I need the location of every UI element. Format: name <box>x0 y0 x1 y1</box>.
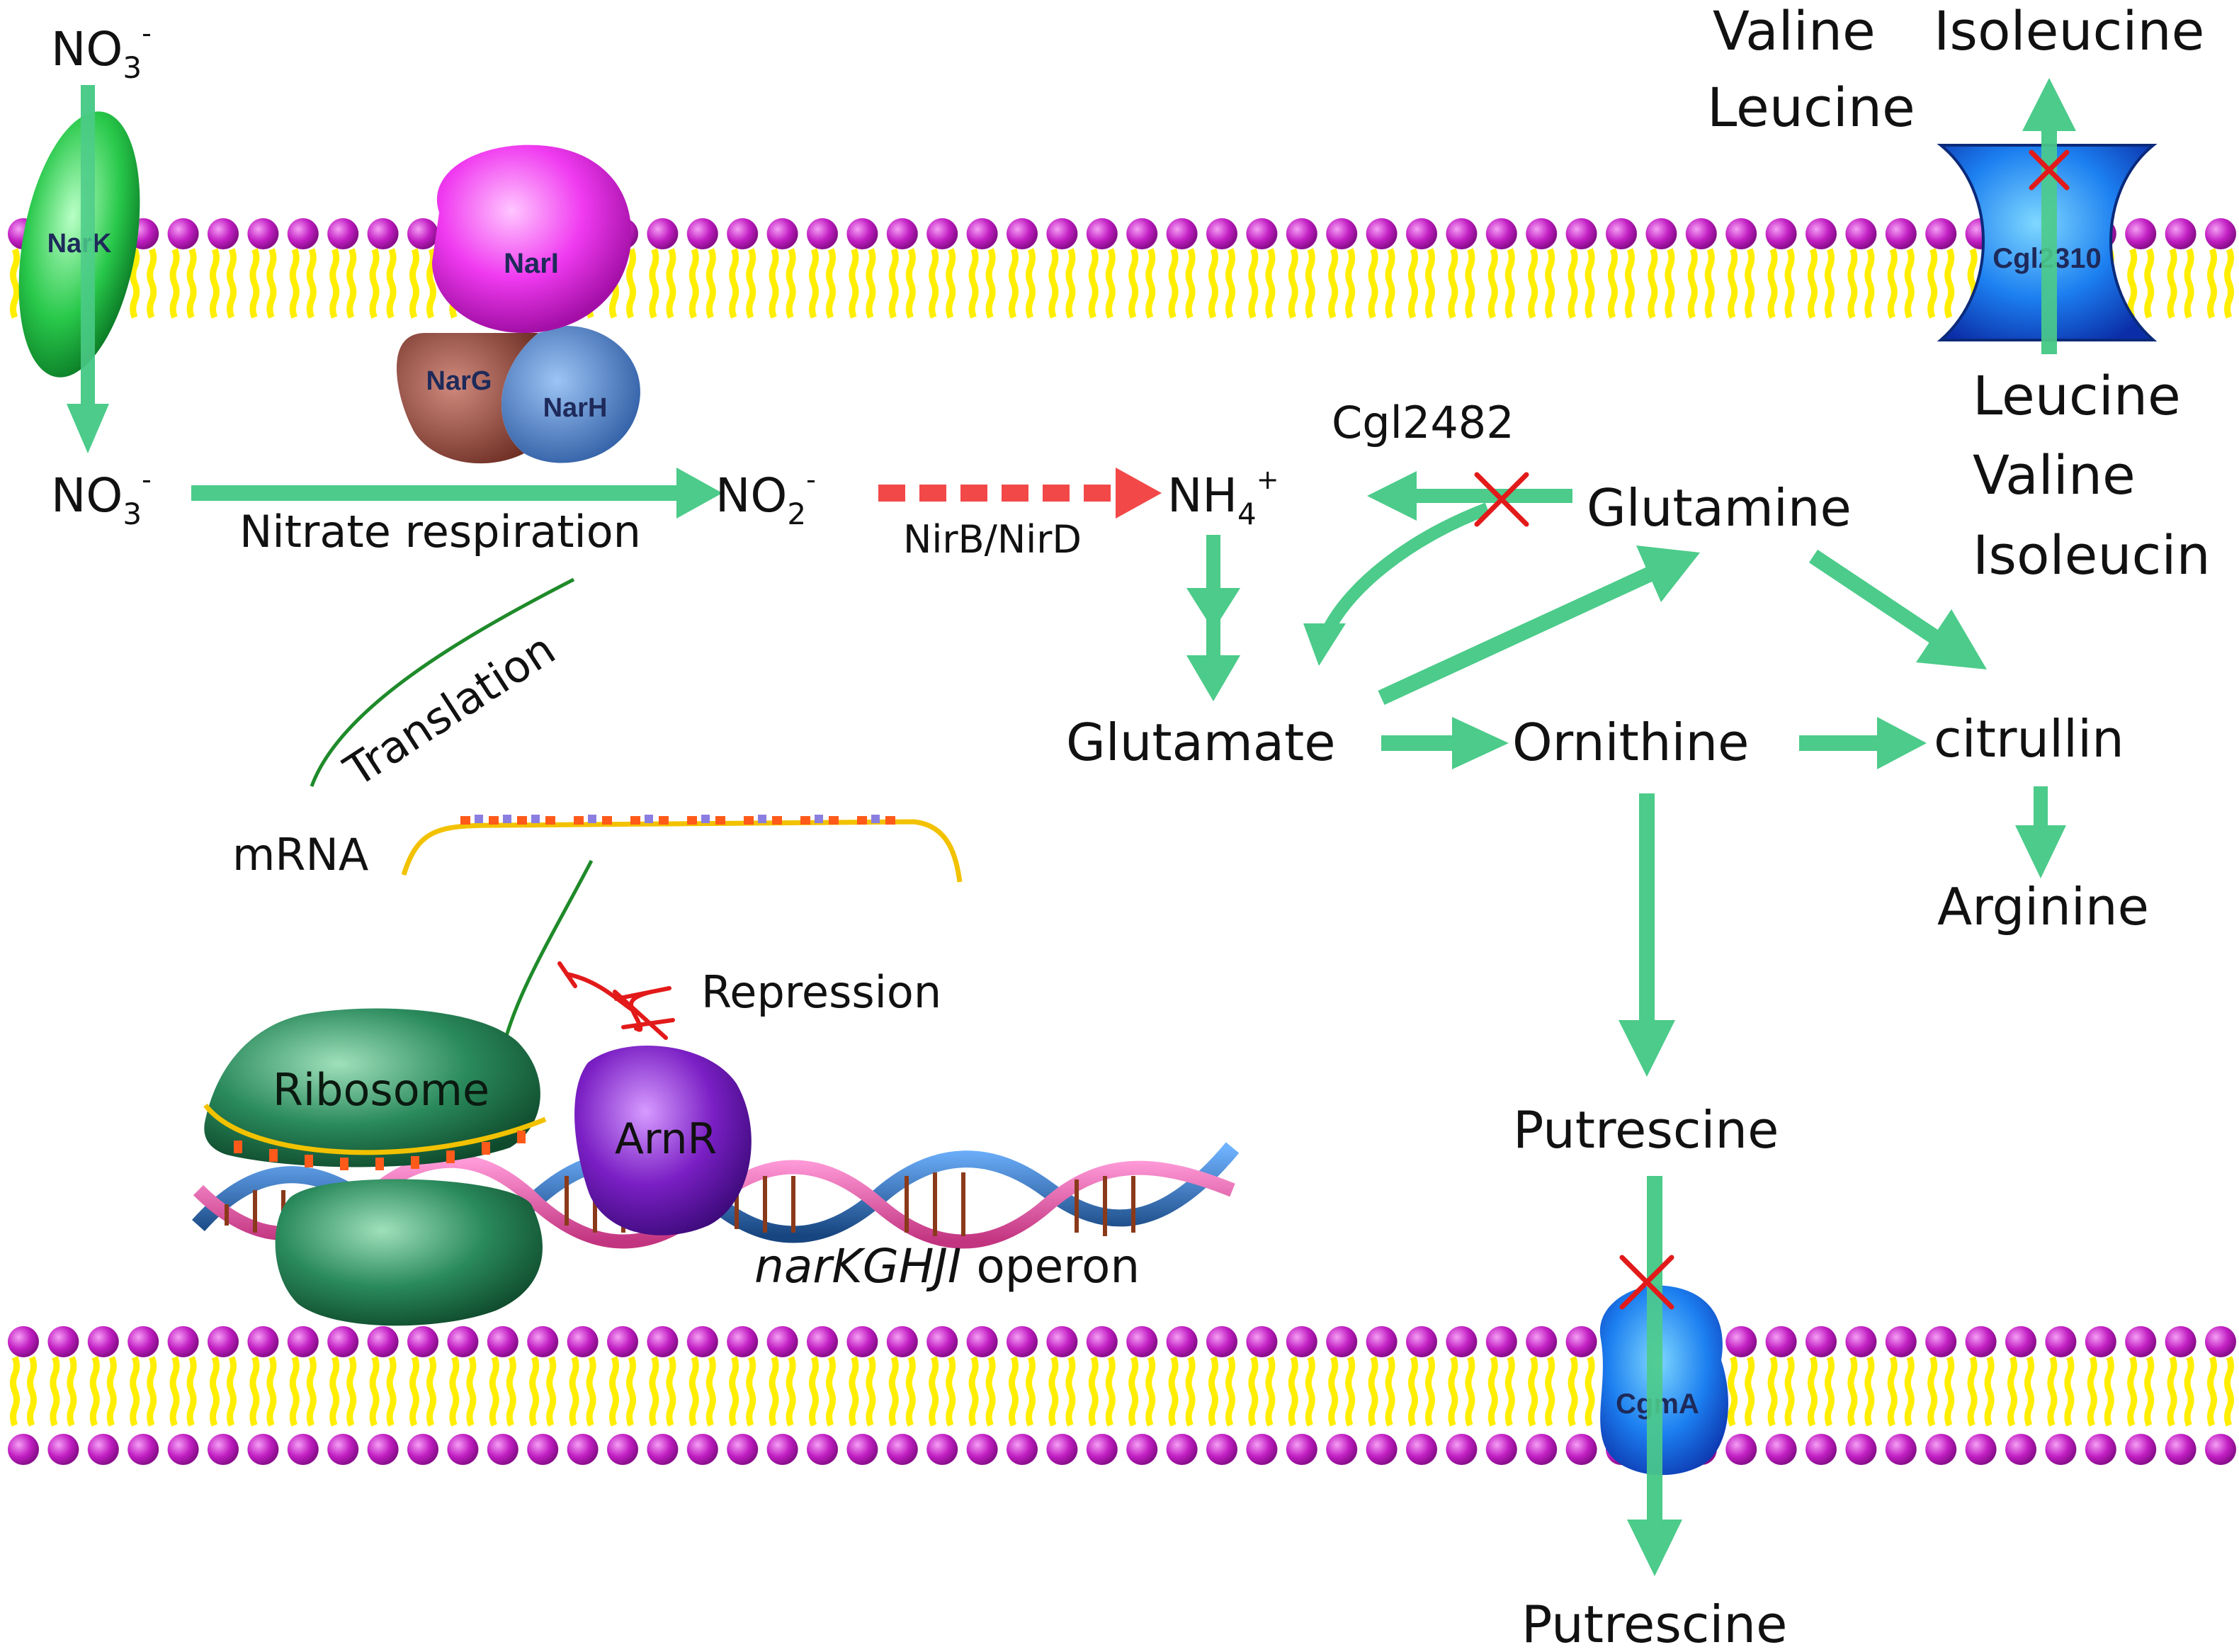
no3-inside-label: NO3- <box>51 464 152 531</box>
mrna-label: mRNA <box>232 829 368 881</box>
narg-subunit <box>397 333 538 464</box>
citrullin-label: citrullin <box>1934 709 2124 769</box>
valine-inside-label: Valine <box>1973 443 2136 507</box>
nark-label: NarK <box>47 229 112 259</box>
nitrate-respiration-label: Nitrate respiration <box>239 506 641 558</box>
cgma-exporter: CgmA <box>1599 1285 1728 1476</box>
leucine-outside-label: Leucine <box>1707 76 1915 139</box>
nirbd-label: NirB/NirD <box>903 517 1082 562</box>
nark-transporter: NarK <box>18 111 140 378</box>
nar-complex: NarI NarG NarH <box>397 145 640 464</box>
ornithine-to-putrescine-arrow-shaft <box>1639 793 1655 1034</box>
cgma-block-x-icon <box>1619 1255 1674 1310</box>
nitrate-respiration-arrow-head <box>676 468 722 519</box>
valine-outside-label: Valine <box>1713 0 1876 62</box>
mrna-to-ribosome-line <box>501 859 594 1049</box>
no2-label: NO2- <box>715 464 816 531</box>
glutamate-label: Glutamate <box>1066 713 1336 772</box>
glutamate-to-glutamine-arrow <box>1378 545 1700 705</box>
bcaa-export-arrow-head <box>2022 78 2076 131</box>
glutamine-label: Glutamine <box>1587 478 1852 538</box>
narg-label: NarG <box>426 366 492 396</box>
ribosome-label: Ribosome <box>273 1064 489 1116</box>
ornithine-to-citrullin-arrow-shaft <box>1799 735 1884 751</box>
glutamine-to-glutamate-curved-arrow <box>1303 502 1490 666</box>
citrullin-to-arginine-arrow-head <box>2015 825 2066 878</box>
repression-label: Repression <box>701 966 941 1018</box>
no3-outside-label: NO3- <box>51 18 152 85</box>
top-membrane <box>0 149 2239 320</box>
ribosome-mrna <box>203 1103 547 1155</box>
arnr-label: ArnR <box>615 1114 717 1164</box>
isoleucin-inside-label: Isoleucin <box>1973 524 2211 587</box>
nari-label: NarI <box>504 248 559 279</box>
arginine-label: Arginine <box>1937 877 2149 937</box>
mrna-strand <box>401 815 963 883</box>
glutamine-to-nh4-arrow-shaft <box>1410 489 1572 503</box>
isoleucine-outside-label: Isoleucine <box>1934 0 2204 62</box>
putrescine-export-arrow-head <box>1627 1520 1682 1576</box>
arnr-repressor: ArnR <box>574 1046 752 1235</box>
nirbd-dashed-arrow <box>878 468 1162 519</box>
ribosome: Ribosome <box>203 1008 547 1326</box>
repression-inhibit-icon <box>557 961 675 1040</box>
species-labels: NO3- NO3- NO2- NH4+ Glutamine Glutamate … <box>51 0 2211 1652</box>
narh-label: NarH <box>543 393 608 423</box>
bcaa-export-arrow-overlay <box>2041 120 2057 354</box>
nh4-to-glutamate-arrow-head-1 <box>1186 588 1240 630</box>
citrullin-to-arginine-arrow-shaft <box>2034 786 2048 836</box>
cgl2310-block-x-icon <box>2029 149 2070 191</box>
cgl2482-block-x-icon <box>1474 472 1529 527</box>
putrescine-inside-label: Putrescine <box>1513 1100 1779 1160</box>
glutamine-to-nh4-arrow-head <box>1367 471 1417 521</box>
ornithine-to-putrescine-arrow-head <box>1619 1020 1675 1077</box>
operon-label: narKGHJI operon <box>754 1239 1140 1294</box>
glutamate-to-ornithine-arrow-head <box>1452 717 1509 769</box>
leucine-inside-label: Leucine <box>1973 364 2181 427</box>
putrescine-export-arrow-overlay <box>1647 1176 1662 1530</box>
nari-subunit <box>432 145 632 333</box>
translation-curve <box>310 577 575 787</box>
nh4-to-glutamate-arrow-head-2 <box>1186 655 1240 701</box>
putrescine-outside-label: Putrescine <box>1521 1595 1787 1652</box>
nark-transport-arrow-head <box>67 404 109 453</box>
ornithine-to-citrullin-arrow-head <box>1877 717 1927 769</box>
glutamine-to-citrullin-arrow <box>1808 549 1987 669</box>
cgl2482-label: Cgl2482 <box>1332 397 1514 448</box>
nark-arrow-overlay <box>81 85 95 411</box>
narh-subunit <box>501 326 640 463</box>
bottom-membrane <box>0 1325 2239 1495</box>
nh4-label: NH4+ <box>1167 464 1279 531</box>
inhibition-marks <box>1474 149 2070 1310</box>
ornithine-label: Ornithine <box>1512 713 1749 772</box>
glutamate-to-ornithine-arrow-shaft <box>1381 735 1459 751</box>
nitrate-respiration-arrow-shaft <box>191 485 687 501</box>
